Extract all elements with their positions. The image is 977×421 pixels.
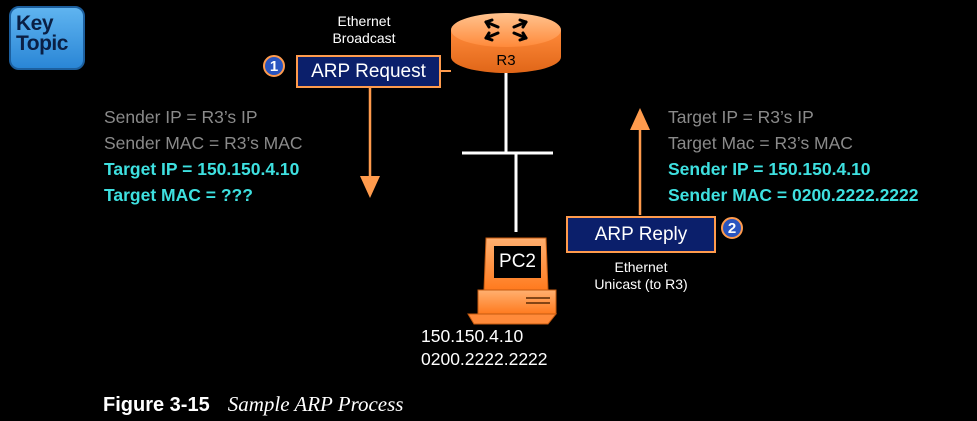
- reply-frame-label: Ethernet Unicast (to R3): [586, 259, 696, 293]
- pc-addresses: 150.150.4.10 0200.2222.2222: [421, 325, 548, 371]
- reply-frame-line2: Unicast (to R3): [594, 276, 688, 292]
- figure-caption: Figure 3-15 Sample ARP Process: [103, 392, 403, 417]
- reply-field-1: Target IP = R3’s IP: [668, 107, 814, 127]
- request-frame-line1: Ethernet: [337, 13, 391, 29]
- request-field-1: Sender IP = R3’s IP: [104, 107, 258, 127]
- reply-frame-line1: Ethernet: [614, 259, 668, 275]
- arp-request-box: ARP Request: [296, 55, 441, 88]
- request-field-2: Sender MAC = R3’s MAC: [104, 133, 303, 153]
- router-icon: [451, 13, 561, 73]
- pc-icon: [467, 237, 558, 325]
- key-topic-line1: Key: [16, 12, 54, 35]
- reply-field-2: Target Mac = R3’s MAC: [668, 133, 853, 153]
- arp-reply-box: ARP Reply: [566, 216, 716, 253]
- request-field-3: Target IP = 150.150.4.10: [104, 159, 300, 179]
- request-frame-label: Ethernet Broadcast: [316, 13, 412, 47]
- request-step-badge: 1: [263, 55, 285, 77]
- reply-fields: Target IP = R3’s IP Target Mac = R3’s MA…: [668, 104, 919, 208]
- router-label: R3: [496, 52, 516, 69]
- reply-arrow: [630, 108, 650, 215]
- reply-step-badge: 2: [721, 217, 743, 239]
- figure-number: Figure 3-15: [103, 394, 210, 416]
- key-topic-badge: Key Topic: [9, 6, 85, 70]
- reply-field-4: Sender MAC = 0200.2222.2222: [668, 185, 919, 205]
- request-field-4: Target MAC = ???: [104, 185, 253, 205]
- reply-field-3: Sender IP = 150.150.4.10: [668, 159, 871, 179]
- request-arrow: [360, 88, 380, 198]
- pc-ip: 150.150.4.10: [421, 326, 524, 346]
- key-topic-line2: Topic: [16, 32, 68, 55]
- pc-mac: 0200.2222.2222: [421, 349, 548, 369]
- request-fields: Sender IP = R3’s IP Sender MAC = R3’s MA…: [104, 104, 303, 208]
- request-frame-line2: Broadcast: [332, 30, 396, 46]
- figure-title: Sample ARP Process: [227, 392, 404, 416]
- pc-label: PC2: [499, 251, 536, 272]
